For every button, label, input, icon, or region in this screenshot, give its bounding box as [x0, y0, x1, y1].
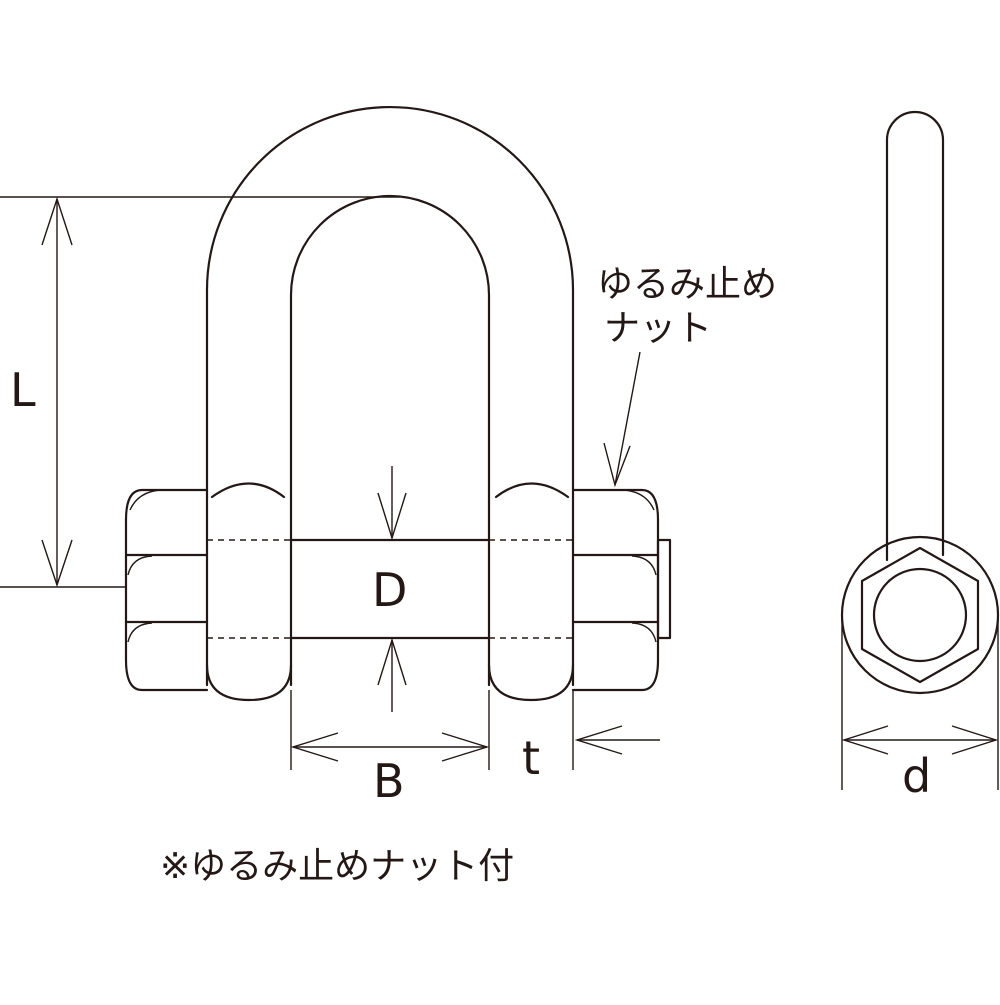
left-nut-chamfer-top	[129, 489, 161, 511]
callout-arrow	[603, 442, 631, 488]
L-arrow-bottom	[41, 539, 73, 588]
pin	[207, 538, 573, 640]
D-arrow-top	[377, 492, 407, 541]
callout-line-1: ゆるみ止め	[597, 264, 777, 305]
dimension-t: t	[522, 690, 660, 785]
left-nut-chamfer-mid1	[127, 555, 153, 576]
dimension-L: L	[0, 196, 400, 588]
right-nut-chamfer-top	[623, 489, 655, 511]
pin-end-stub	[656, 538, 672, 640]
left-eye-top	[210, 482, 286, 499]
callout-leader	[614, 351, 641, 486]
side-bow-outline	[885, 110, 945, 562]
label-L: L	[10, 363, 36, 417]
D-arrow-bottom	[377, 637, 407, 686]
right-lock-nut	[571, 488, 672, 692]
left-nut-chamfer-mid2	[127, 622, 153, 643]
dimension-B: B	[290, 690, 490, 808]
d-arrow-right	[951, 725, 999, 755]
L-arrow-top	[41, 196, 73, 246]
label-B: B	[373, 754, 405, 808]
side-eye-circle	[840, 535, 1000, 695]
shackle-bow	[205, 105, 575, 702]
right-nut-chamfer-mid2	[631, 622, 657, 643]
t-arrow	[574, 725, 623, 755]
left-nut	[124, 488, 209, 692]
dimension-D: D	[372, 466, 407, 712]
right-leg-bottom	[487, 663, 575, 702]
callout-line-2: ナット	[604, 308, 712, 349]
bow-outer-outline	[205, 105, 575, 687]
B-arrow-left	[290, 732, 339, 762]
d-arrow-left	[841, 725, 889, 755]
label-t: t	[522, 731, 540, 785]
right-nut-chamfer-mid1	[631, 555, 657, 576]
side-pin-circle	[872, 567, 968, 663]
label-d: d	[902, 749, 931, 803]
label-D: D	[372, 563, 407, 617]
side-view: d	[840, 110, 1000, 803]
left-leg-bottom	[205, 663, 293, 702]
side-hex-nut	[860, 546, 980, 684]
right-eye-top	[494, 482, 570, 499]
B-arrow-right	[441, 732, 490, 762]
bow-inner-outline	[289, 194, 491, 687]
lock-nut-callout: ゆるみ止め ナット	[597, 264, 777, 488]
note-lock-nut-included: ※ゆるみ止めナット付	[160, 846, 514, 887]
right-nut-outline	[571, 488, 660, 692]
left-nut-outline	[124, 488, 209, 692]
